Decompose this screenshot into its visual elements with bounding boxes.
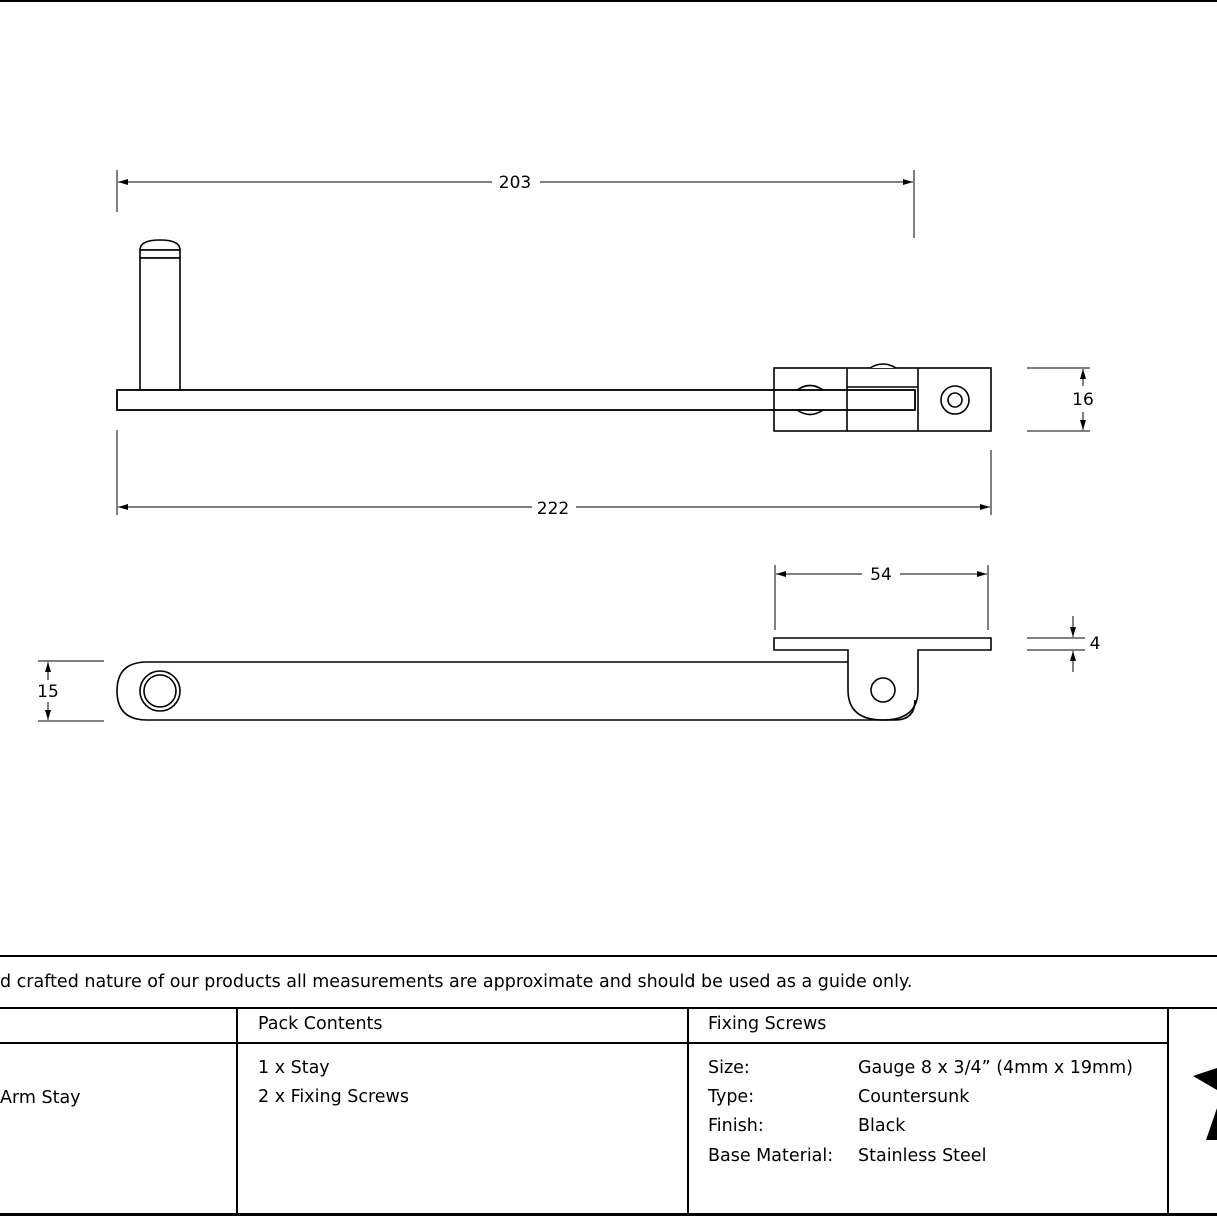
- disclaimer: d crafted nature of our products all mea…: [0, 972, 913, 992]
- pin: [139, 239, 181, 391]
- pack-item: 2 x Fixing Screws: [258, 1087, 409, 1107]
- product-name: Arm Stay: [0, 1088, 81, 1108]
- bracket: [773, 363, 992, 432]
- top-view: [116, 170, 1090, 515]
- spec-value: Gauge 8 x 3/4” (4mm x 19mm): [858, 1058, 1133, 1078]
- dim-bracket-height: 16: [1072, 390, 1094, 410]
- table-top-rule: [0, 1007, 1217, 1009]
- spec-row-size: Size: Gauge 8 x 3/4” (4mm x 19mm): [708, 1058, 1168, 1087]
- spec-label: Type:: [708, 1087, 755, 1107]
- pack-item: 1 x Stay: [258, 1058, 330, 1078]
- table-divider-3: [1167, 1008, 1169, 1214]
- spec-label: Base Material:: [708, 1146, 834, 1166]
- fixing-screws-header: Fixing Screws: [708, 1014, 827, 1034]
- footer-top-rule: [0, 955, 1217, 957]
- table-divider-2: [687, 1008, 689, 1214]
- table-divider-1: [236, 1008, 238, 1214]
- spec-row-base-material: Base Material: Stainless Steel: [708, 1146, 1168, 1175]
- spec-value: Stainless Steel: [858, 1146, 987, 1166]
- spec-label: Finish:: [708, 1116, 764, 1136]
- spec-row-finish: Finish: Black: [708, 1116, 1168, 1145]
- dim-bracket-length: 54: [870, 565, 892, 585]
- spec-value: Black: [858, 1116, 906, 1136]
- spec-value: Countersunk: [858, 1087, 970, 1107]
- stay-arm: [116, 389, 916, 411]
- dim-arm-height: 15: [37, 682, 59, 702]
- table-bottom-rule: [0, 1213, 1217, 1216]
- dim-overall-bottom: 222: [537, 499, 569, 519]
- dim-overall-top: 203: [499, 173, 531, 193]
- star-logo-icon: [1193, 1068, 1217, 1140]
- dim-plate-thickness: 4: [1090, 634, 1101, 654]
- spec-row-type: Type: Countersunk: [708, 1087, 1168, 1116]
- spec-label: Size:: [708, 1058, 750, 1078]
- pack-contents-header: Pack Contents: [258, 1014, 383, 1034]
- side-view: [38, 565, 1085, 722]
- table-header-rule: [0, 1042, 1168, 1044]
